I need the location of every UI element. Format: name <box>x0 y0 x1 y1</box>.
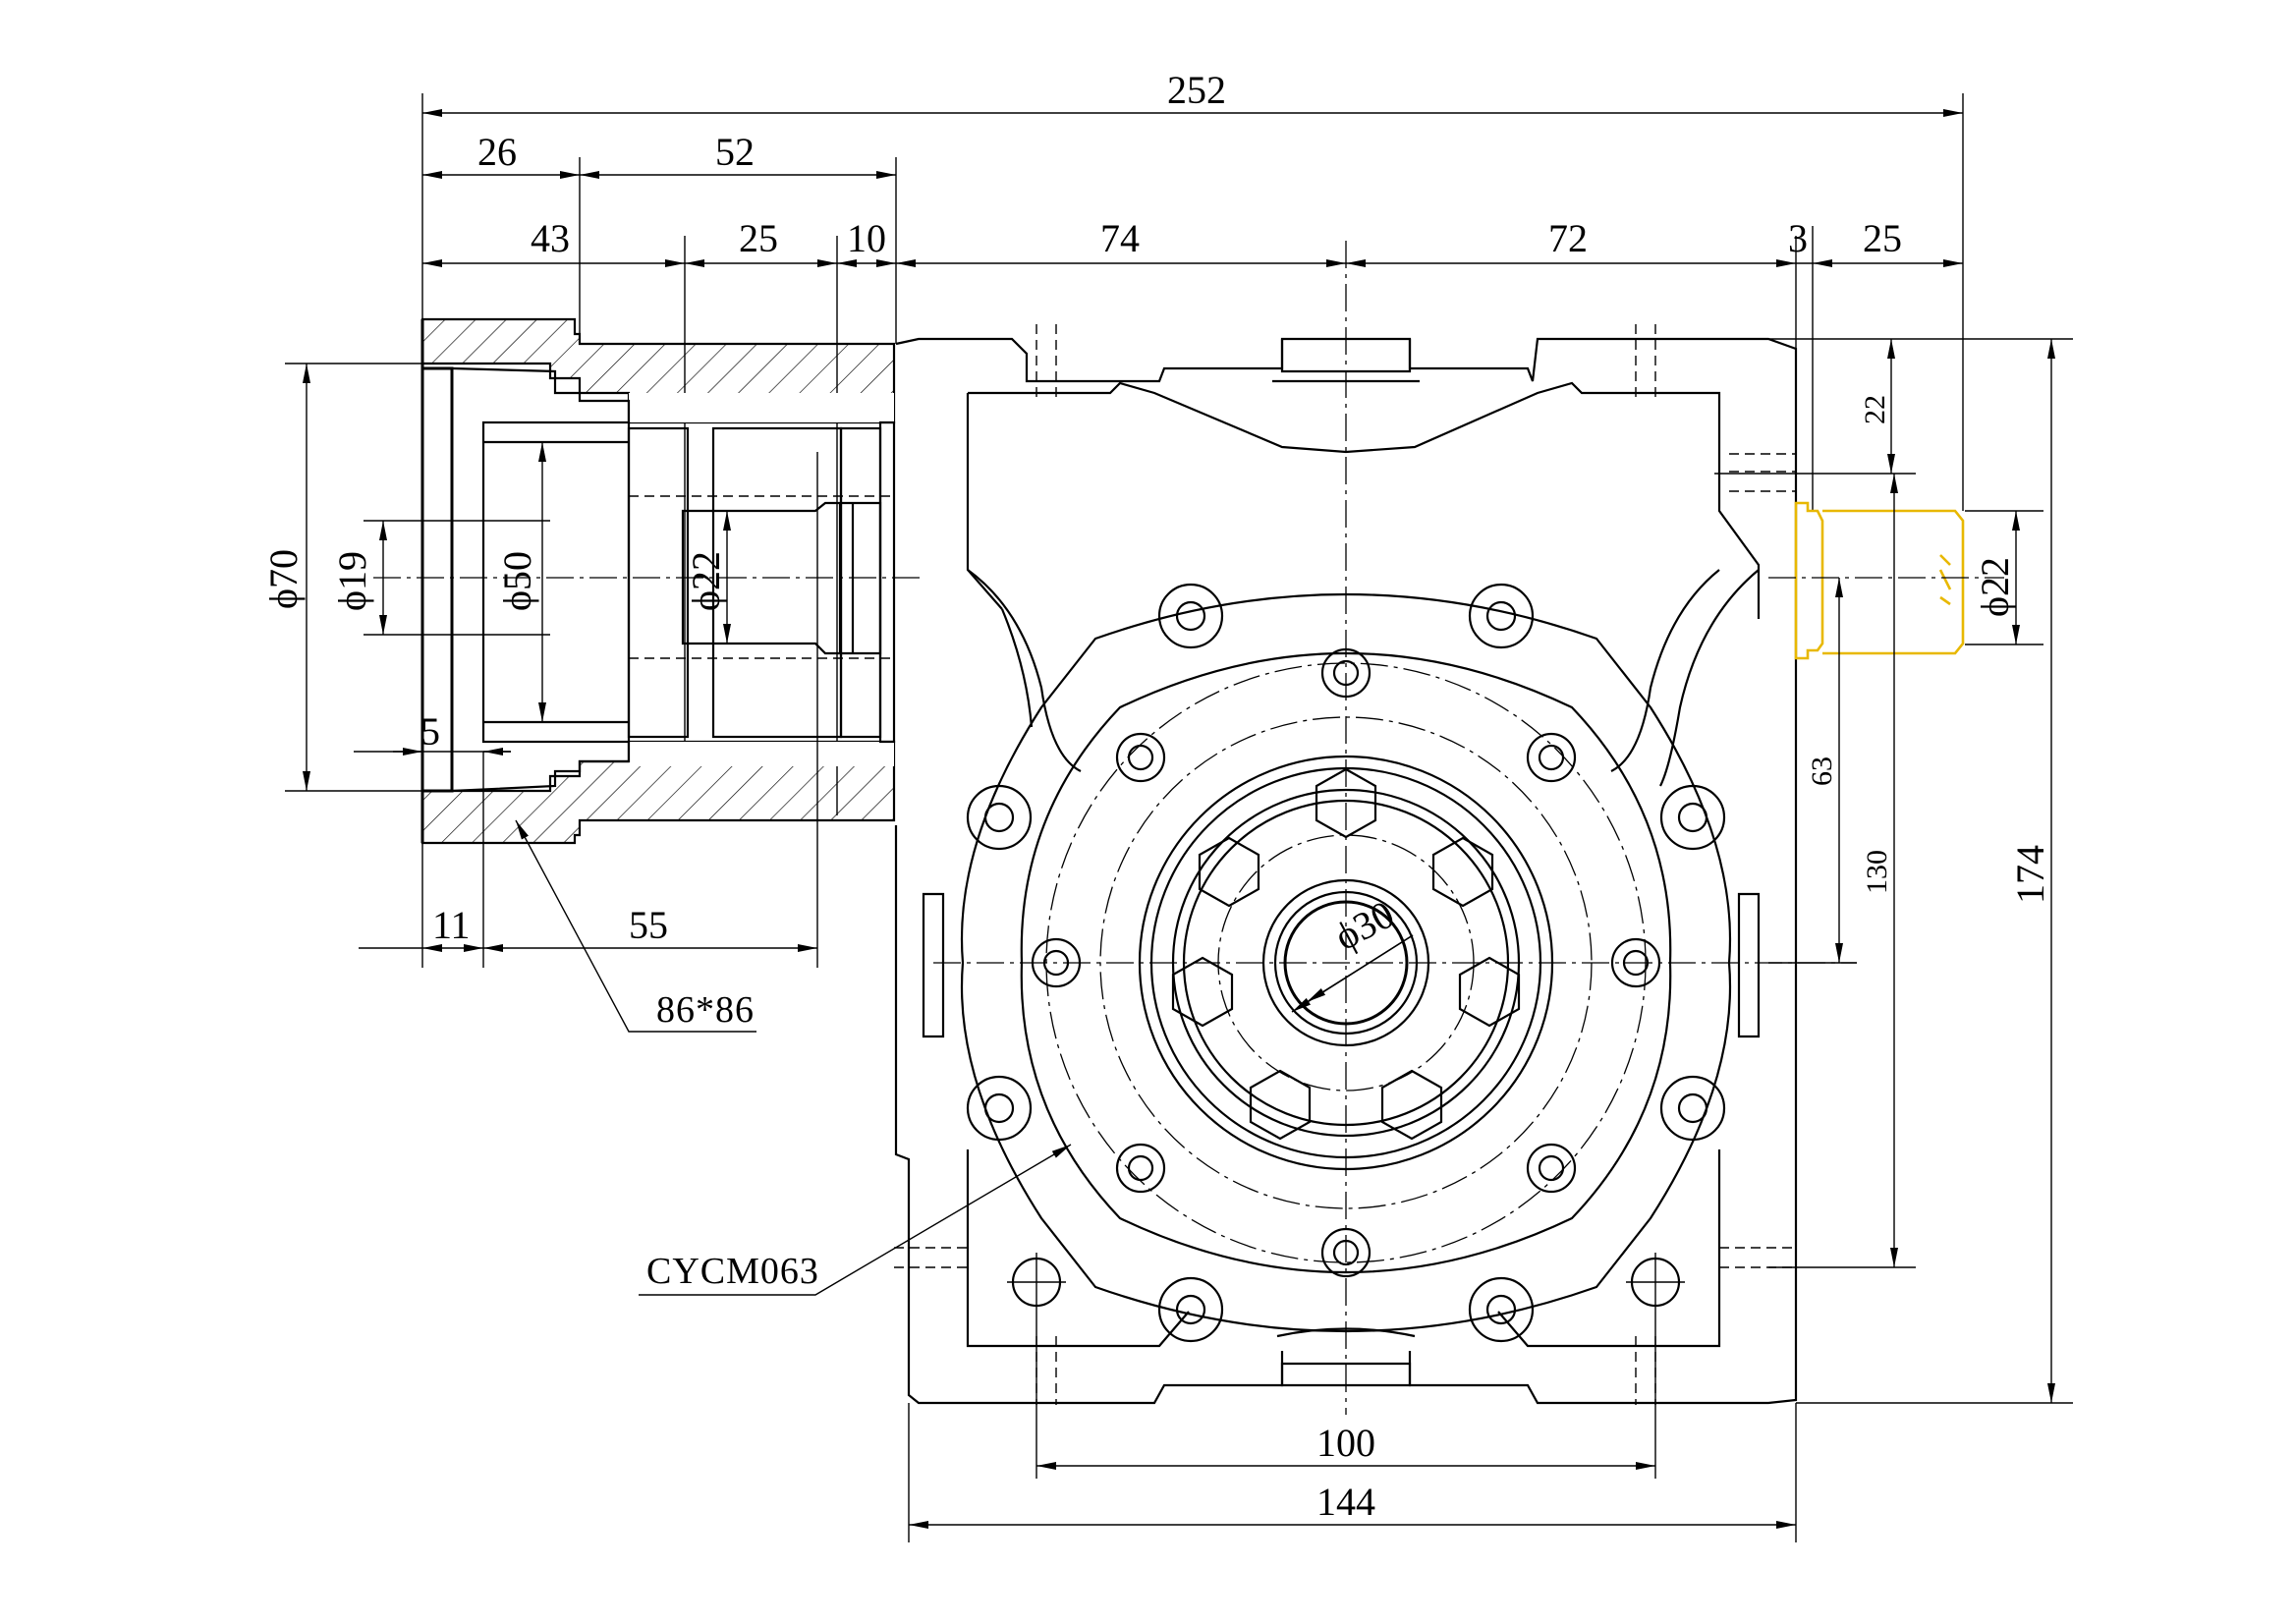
right-dimension-texts: 22 ϕ22 63 130 174 <box>1806 395 2052 904</box>
left-diameter-dims <box>285 363 818 1033</box>
hex-bolts <box>1171 767 1521 1141</box>
left-dimension-texts: ϕ70 ϕ19 ϕ50 ϕ22 5 11 55 86*86 <box>261 549 755 1031</box>
model-leader <box>639 1144 1072 1296</box>
dim-52: 52 <box>715 130 755 174</box>
dim-26: 26 <box>477 130 517 174</box>
motor-adapter-section <box>373 317 924 845</box>
model-label: CYCM063 <box>646 1251 819 1292</box>
dim-144: 144 <box>1316 1480 1375 1524</box>
dim-phi22-right: ϕ22 <box>1973 557 2017 617</box>
dim-43: 43 <box>531 216 570 260</box>
output-flange <box>933 241 1857 1415</box>
flange-size-label: 86*86 <box>656 989 755 1031</box>
bottom-dimension-texts: 100 144 <box>1316 1421 1375 1524</box>
dim-25-right: 25 <box>1863 216 1902 260</box>
middle-bolt-holes <box>1031 647 1661 1278</box>
top-dimensions <box>421 93 1964 815</box>
dim-10: 10 <box>847 216 886 260</box>
right-dimensions <box>1714 338 2073 1404</box>
dim-130: 130 <box>1861 850 1893 894</box>
dim-11: 11 <box>432 903 471 947</box>
dim-74: 74 <box>1100 216 1140 260</box>
dim-phi70: ϕ70 <box>261 549 306 609</box>
dim-22-vertical: 22 <box>1859 395 1891 424</box>
dim-72: 72 <box>1548 216 1588 260</box>
dim-55: 55 <box>629 903 668 947</box>
dim-phi50: ϕ50 <box>495 551 539 611</box>
dim-phi19: ϕ19 <box>330 551 374 611</box>
dim-5: 5 <box>420 709 440 754</box>
dim-3: 3 <box>1788 216 1808 260</box>
dim-63: 63 <box>1806 756 1838 786</box>
dim-174: 174 <box>2008 845 2052 904</box>
dim-phi22-left: ϕ22 <box>684 551 728 611</box>
dim-100: 100 <box>1316 1421 1375 1465</box>
outer-bolt-holes <box>966 583 1726 1343</box>
input-shaft-highlighted <box>1768 501 2004 660</box>
bottom-dimensions <box>908 1312 1797 1542</box>
dim-25-top: 25 <box>739 216 778 260</box>
dim-252: 252 <box>1167 68 1226 112</box>
top-dimension-texts: 252 26 52 43 25 10 74 72 3 25 <box>477 68 1902 260</box>
